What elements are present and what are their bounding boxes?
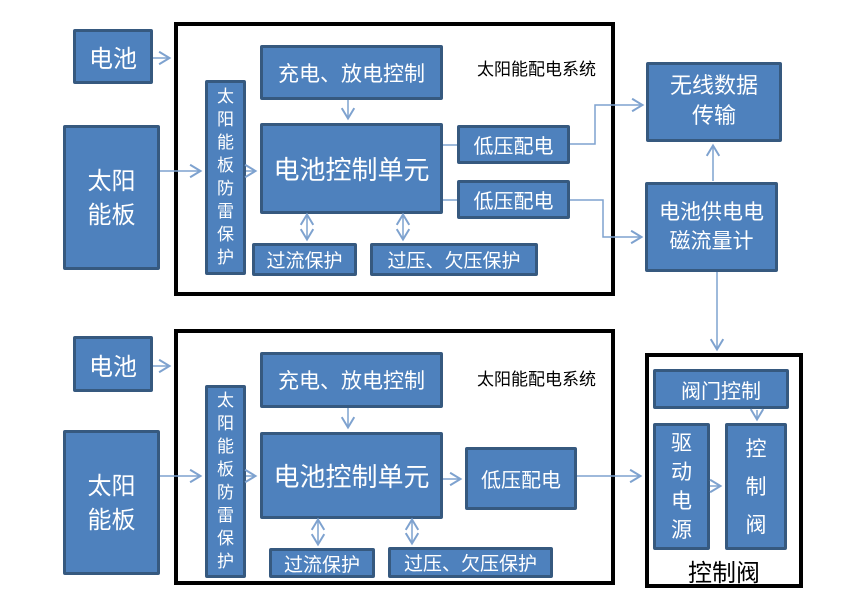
top-system-label: 太阳能配电系统	[477, 60, 596, 80]
top-overcurrent-protection-node: 过流保护	[252, 243, 357, 276]
top-low-voltage-dist-2-node: 低压配电	[457, 180, 570, 219]
bottom-overcurrent-protection-node: 过流保护	[269, 548, 375, 578]
bottom-charge-discharge-control-node: 充电、放电控制	[260, 352, 443, 408]
top-over-under-voltage-node: 过压、欠压保护	[370, 243, 538, 276]
bottom-system-label: 太阳能配电系统	[477, 370, 596, 390]
bottom-solar-panel-node: 太阳 能板	[63, 430, 160, 575]
top-battery-control-unit-node: 电池控制单元	[260, 123, 443, 214]
bottom-battery-control-unit-node: 电池控制单元	[260, 432, 443, 519]
top-charge-discharge-control-node: 充电、放电控制	[260, 45, 443, 100]
control-valve-group-label: 控制阀	[688, 559, 760, 587]
top-system-group-border	[174, 22, 615, 296]
top-low-voltage-dist-1-node: 低压配电	[457, 125, 570, 164]
battery-powered-flowmeter-node: 电池供电电 磁流量计	[645, 182, 778, 272]
bottom-battery-node: 电池	[73, 336, 153, 392]
wireless-data-transmission-node: 无线数据 传输	[646, 62, 782, 142]
top-lightning-protection-node: 太 阳 能 板 防 雷 保 护	[205, 80, 246, 275]
top-battery-node: 电池	[73, 29, 153, 84]
bottom-system-group-border	[174, 329, 615, 585]
control-valve-node: 控 制 阀	[725, 423, 787, 550]
control-valve-group-border	[645, 353, 803, 588]
top-solar-panel-node: 太阳 能板	[63, 125, 160, 270]
valve-control-node: 阀门控制	[653, 369, 789, 409]
bottom-over-under-voltage-node: 过压、欠压保护	[388, 547, 553, 578]
bottom-lightning-protection-node: 太 阳 能 板 防 雷 保 护	[205, 385, 246, 578]
drive-power-node: 驱 动 电 源	[653, 423, 710, 550]
bottom-low-voltage-dist-node: 低压配电	[465, 447, 577, 510]
